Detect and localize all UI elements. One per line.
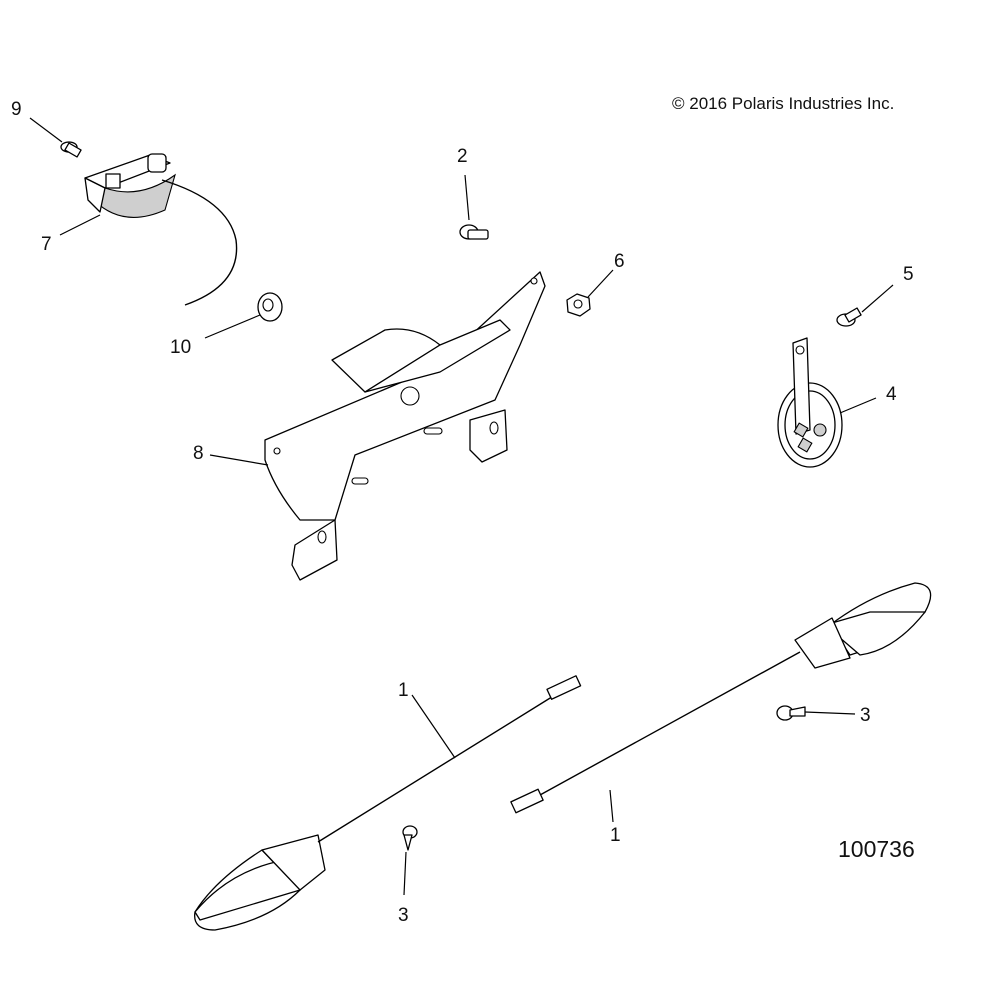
part-8-bracket [264, 271, 546, 581]
part-1-turn-signal-right [510, 582, 932, 814]
part-2-bolt [459, 224, 489, 240]
part-3-screw-lower [402, 825, 418, 851]
callout-5: 5 [903, 264, 914, 285]
callout-4: 4 [886, 384, 897, 405]
part-10-spacer [257, 292, 283, 322]
callout-1-right: 1 [610, 825, 621, 846]
part-5-bolt [836, 307, 862, 327]
callout-1-left: 1 [398, 680, 409, 701]
callout-9: 9 [11, 99, 22, 120]
part-4-horn [777, 337, 843, 468]
callout-8: 8 [193, 443, 204, 464]
callout-10: 10 [170, 337, 192, 358]
part-9-screw [60, 141, 82, 158]
callout-2: 2 [457, 146, 468, 167]
copyright-notice: © 2016 Polaris Industries Inc. [672, 94, 895, 113]
part-7-license-light [84, 153, 238, 306]
figure-number: 100736 [838, 836, 915, 862]
leader-lines [29, 117, 894, 896]
part-6-nut [566, 293, 591, 317]
part-3-screw-upper [776, 705, 806, 721]
callout-6: 6 [614, 251, 625, 272]
callout-7: 7 [41, 234, 52, 255]
callout-3-upper: 3 [860, 705, 871, 726]
part-1-turn-signal-left [194, 675, 582, 931]
callout-3-lower: 3 [398, 905, 409, 926]
